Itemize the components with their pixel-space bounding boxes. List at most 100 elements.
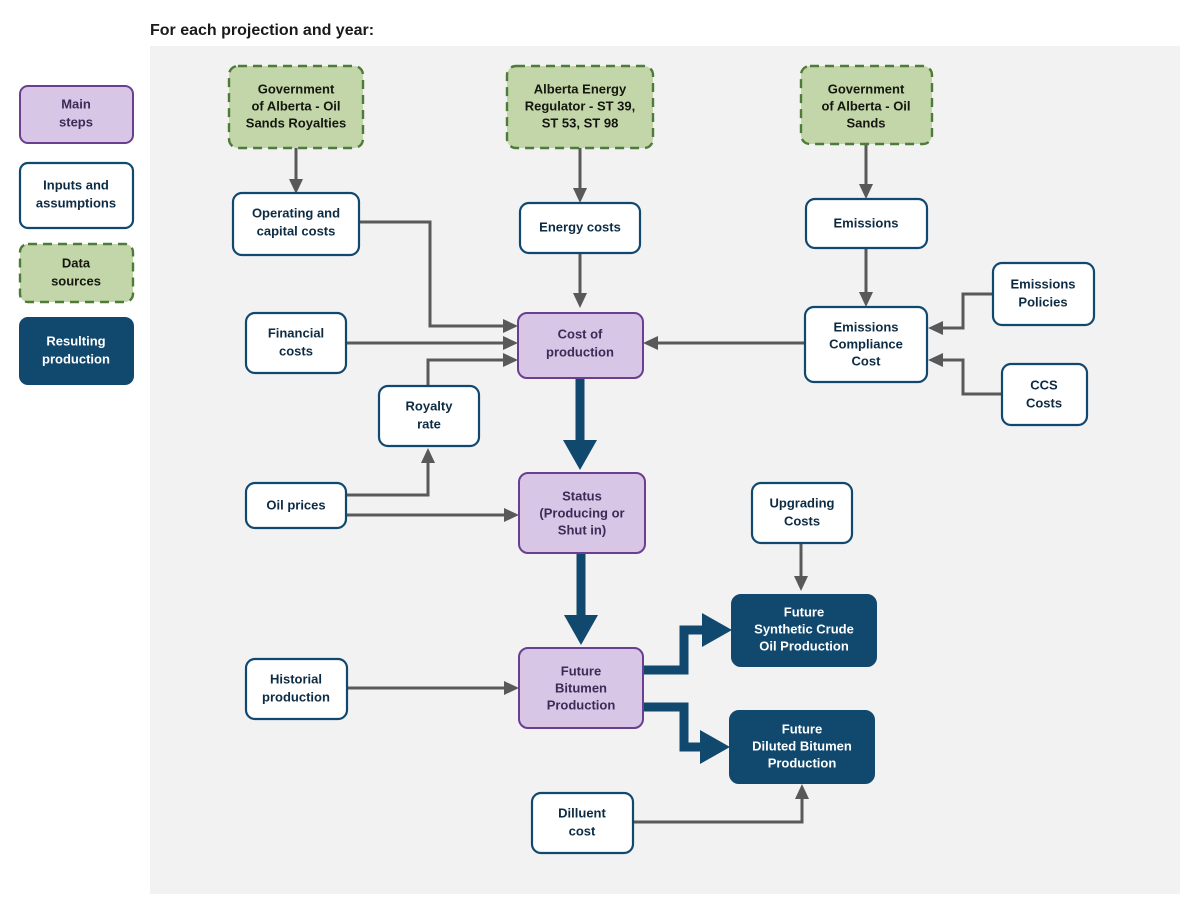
legend-label-data-sources-line1: Data	[62, 255, 91, 270]
node-status[interactable]: Status (Producing or Shut in)	[518, 472, 646, 554]
node-gov-oilsands-box[interactable]	[799, 64, 934, 146]
node-gov-oilsands-line2: of Alberta - Oil	[821, 98, 910, 113]
node-royalty-rate-line1: Royalty	[406, 398, 454, 413]
edge-historial-production-to-future-bitumen-production	[347, 681, 519, 695]
node-aer-line2: Regulator - ST 39,	[525, 98, 636, 113]
page-title: For each projection and year:	[150, 22, 374, 39]
node-aer-box[interactable]	[505, 64, 655, 150]
node-future-synthetic-crude[interactable]: Future Synthetic Crude Oil Production	[731, 594, 877, 667]
legend-swatch-main-steps	[19, 85, 134, 144]
node-future-diluted-bitumen[interactable]: Future Diluted Bitumen Production	[729, 710, 875, 784]
node-emissions-policies[interactable]: Emissions Policies	[991, 261, 1096, 327]
node-dilluent-cost-line2: cost	[569, 823, 596, 838]
node-oil-prices-box[interactable]	[244, 481, 348, 530]
node-historial-production-line2: production	[262, 689, 330, 704]
node-future-bitumen-production-box[interactable]	[518, 647, 644, 729]
node-future-diluted-bitumen-box[interactable]	[729, 710, 875, 784]
legend-swatch-inputs	[18, 161, 135, 230]
node-aer-line1: Alberta Energy	[534, 81, 627, 96]
node-historial-production[interactable]: Historial production	[244, 657, 349, 721]
node-oil-prices[interactable]: Oil prices	[244, 481, 348, 530]
node-emissions-compliance-cost-line3: Cost	[852, 353, 882, 368]
node-future-synthetic-crude-line2: Synthetic Crude	[754, 621, 854, 636]
node-operating-capital-costs-box[interactable]	[231, 191, 361, 257]
edge-cost-of-production-to-status	[563, 378, 597, 470]
node-gov-royalties[interactable]: Government of Alberta - Oil Sands Royalt…	[227, 64, 365, 150]
node-cost-of-production-line2: production	[546, 344, 614, 359]
node-emissions-compliance-cost-box[interactable]	[803, 305, 929, 384]
edge-gov-royalties-to-operating-capital-costs	[289, 148, 303, 194]
node-emissions[interactable]: Emissions	[804, 197, 929, 250]
node-future-synthetic-crude-line1: Future	[784, 604, 824, 619]
node-status-line2: (Producing or	[539, 505, 624, 520]
node-cost-of-production[interactable]: Cost of production	[517, 312, 644, 379]
node-emissions-policies-line1: Emissions	[1010, 276, 1075, 291]
legend-label-main-steps-line2: steps	[59, 114, 93, 129]
legend-item-resulting-production: Resulting production	[19, 317, 134, 385]
node-emissions-compliance-cost[interactable]: Emissions Compliance Cost	[803, 305, 929, 384]
node-financial-costs[interactable]: Financial costs	[244, 311, 348, 375]
node-aer[interactable]: Alberta Energy Regulator - ST 39, ST 53,…	[505, 64, 655, 150]
node-future-diluted-bitumen-line2: Diluted Bitumen	[752, 738, 852, 753]
node-royalty-rate[interactable]: Royalty rate	[377, 384, 481, 448]
edge-energy-costs-to-cost-of-production	[573, 253, 587, 308]
node-upgrading-costs-line1: Upgrading	[770, 495, 835, 510]
node-gov-royalties-box[interactable]	[227, 64, 365, 150]
node-dilluent-cost-box[interactable]	[530, 791, 635, 855]
node-upgrading-costs-box[interactable]	[750, 481, 854, 545]
node-status-line1: Status	[562, 488, 602, 503]
diagram-panel	[150, 46, 1180, 894]
node-future-bitumen-production-line3: Production	[547, 697, 616, 712]
node-upgrading-costs[interactable]: Upgrading Costs	[750, 481, 854, 545]
legend-item-data-sources: Data sources	[18, 242, 135, 304]
legend-label-data-sources-line2: sources	[51, 273, 101, 288]
legend-label-inputs-line1: Inputs and	[43, 177, 109, 192]
node-historial-production-line1: Historial	[270, 671, 322, 686]
node-future-synthetic-crude-box[interactable]	[731, 594, 877, 667]
node-energy-costs-box[interactable]	[518, 201, 642, 255]
node-ccs-costs[interactable]: CCS Costs	[1000, 362, 1089, 427]
edge-status-to-future-bitumen-production	[564, 553, 598, 645]
edge-dilluent-cost-to-future-diluted-bitumen	[633, 784, 809, 824]
node-historial-production-box[interactable]	[244, 657, 349, 721]
edge-upgrading-costs-to-future-synthetic-crude	[794, 542, 808, 591]
edge-emissions-to-emissions-compliance-cost	[859, 248, 873, 307]
node-financial-costs-line2: costs	[279, 343, 313, 358]
node-layer: Government of Alberta - Oil Sands Royalt…	[227, 64, 1096, 855]
node-emissions-box[interactable]	[804, 197, 929, 250]
node-ccs-costs-box[interactable]	[1000, 362, 1089, 427]
node-emissions-policies-box[interactable]	[991, 261, 1096, 327]
node-energy-costs[interactable]: Energy costs	[518, 201, 642, 255]
node-emissions-compliance-cost-line1: Emissions	[833, 319, 898, 334]
node-operating-capital-costs[interactable]: Operating and capital costs	[231, 191, 361, 257]
edge-royalty-rate-to-cost-of-production	[426, 353, 518, 386]
node-gov-oilsands-line1: Government	[828, 81, 905, 96]
edge-aer-to-energy-costs	[573, 148, 587, 203]
legend-label-resulting-production-line2: production	[42, 351, 110, 366]
node-royalty-rate-box[interactable]	[377, 384, 481, 448]
node-cost-of-production-box[interactable]	[517, 312, 644, 379]
node-dilluent-cost-line1: Dilluent	[558, 805, 606, 820]
node-future-bitumen-production[interactable]: Future Bitumen Production	[518, 647, 644, 729]
node-financial-costs-line1: Financial	[268, 325, 324, 340]
edge-financial-costs-to-cost-of-production	[346, 336, 518, 350]
node-ccs-costs-line2: Costs	[1026, 395, 1062, 410]
node-financial-costs-box[interactable]	[244, 311, 348, 375]
node-status-box[interactable]	[518, 472, 646, 554]
edge-oil-prices-to-status	[346, 508, 519, 522]
node-emissions-label: Emissions	[833, 215, 898, 230]
legend-swatch-resulting-production	[19, 317, 134, 385]
edge-emissions-compliance-cost-to-cost-of-production	[643, 336, 805, 350]
node-dilluent-cost[interactable]: Dilluent cost	[530, 791, 635, 855]
legend: Main steps Inputs and assumptions Data s…	[18, 85, 135, 385]
node-emissions-policies-line2: Policies	[1018, 294, 1067, 309]
legend-label-inputs-line2: assumptions	[36, 195, 116, 210]
node-cost-of-production-line1: Cost of	[558, 326, 603, 341]
node-status-line3: Shut in)	[558, 522, 606, 537]
edge-ccs-costs-to-emissions-compliance-cost	[928, 353, 1002, 396]
node-gov-royalties-line1: Government	[258, 81, 335, 96]
node-gov-oilsands[interactable]: Government of Alberta - Oil Sands	[799, 64, 934, 146]
legend-item-main-steps: Main steps	[19, 85, 134, 144]
legend-item-inputs: Inputs and assumptions	[18, 161, 135, 230]
